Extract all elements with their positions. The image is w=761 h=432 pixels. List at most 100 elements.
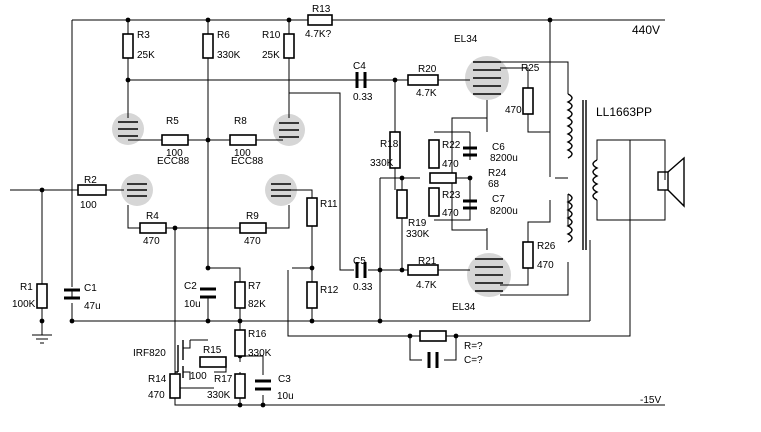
r3-value: 25K — [137, 50, 155, 61]
r2-name: R2 — [84, 175, 97, 186]
r11-name: R11 — [320, 199, 338, 210]
r14-name: R14 — [148, 374, 167, 385]
capacitor-c5 — [355, 262, 367, 278]
resistor-r13 — [307, 14, 333, 26]
r15-name: R15 — [203, 345, 222, 356]
tube-label-driver-left: ECC88 — [157, 156, 190, 167]
c4-value: 0.33 — [353, 92, 373, 103]
resistor-r19 — [396, 189, 408, 219]
c5-name: C5 — [353, 256, 366, 267]
r19-name: R19 — [408, 218, 427, 229]
resistor-r24 — [429, 172, 457, 184]
r16-name: R16 — [248, 329, 267, 340]
r23-name: R23 — [442, 190, 461, 201]
r23-value: 470 — [442, 208, 459, 219]
r2-value: 100 — [80, 200, 97, 211]
r1-value: 100K — [12, 299, 36, 310]
r10-value: 25K — [262, 50, 280, 61]
r1-name: R1 — [20, 282, 33, 293]
r3-name: R3 — [137, 30, 150, 41]
r18-name: R18 — [380, 139, 399, 150]
rail-bottom-label: -15V — [640, 395, 661, 406]
mosfet-label: IRF820 — [133, 348, 166, 359]
resistor-r18 — [389, 131, 401, 169]
c3-value: 10u — [277, 391, 294, 402]
resistor-r21 — [407, 264, 439, 276]
resistor-r10 — [283, 33, 295, 59]
resistor-r4 — [139, 222, 167, 234]
c3-name: C3 — [278, 374, 291, 385]
tube-symbols — [118, 61, 503, 292]
c2-name: C2 — [184, 281, 197, 292]
labels: 440V -15V LL1663PP ECC88 ECC88 EL34 EL34… — [12, 4, 661, 406]
resistor-r1 — [36, 283, 48, 309]
wiring — [10, 19, 666, 406]
r22-value: 470 — [442, 159, 459, 170]
c1-name: C1 — [84, 283, 97, 294]
r25-value: 470 — [505, 105, 522, 116]
r17-name: R17 — [214, 374, 233, 385]
r25-name: R25 — [521, 63, 540, 74]
resistor-r8 — [229, 134, 257, 146]
r15-value: 100 — [190, 371, 207, 382]
output-transformer — [566, 93, 599, 250]
c4-name: C4 — [353, 61, 366, 72]
c6-value: 8200u — [490, 153, 518, 164]
r22-name: R22 — [442, 140, 461, 151]
r8-value: 100 — [234, 148, 251, 159]
resistor-r3 — [122, 33, 134, 59]
capacitor-c2 — [200, 287, 216, 299]
capacitor-c7 — [463, 199, 477, 210]
r10-name: R10 — [262, 30, 281, 41]
c2-value: 10u — [184, 299, 201, 310]
r5-value: 100 — [166, 148, 183, 159]
capacitor-feedback — [427, 352, 439, 368]
tube-label-driver-right: ECC88 — [231, 156, 264, 167]
r7-name: R7 — [248, 281, 261, 292]
resistor-r25 — [522, 87, 534, 115]
resistor-r12 — [306, 281, 318, 309]
resistor-r9 — [239, 222, 267, 234]
resistor-r11 — [306, 197, 318, 227]
r20-name: R20 — [418, 64, 437, 75]
r9-value: 470 — [244, 236, 261, 247]
r7-value: 82K — [248, 299, 266, 310]
speaker-icon — [657, 156, 685, 208]
r8-name: R8 — [234, 116, 247, 127]
r26-name: R26 — [537, 241, 556, 252]
resistor-r2 — [77, 184, 107, 196]
resistor-r20 — [407, 74, 439, 86]
tube-label-output-bottom: EL34 — [452, 302, 476, 313]
r4-name: R4 — [146, 211, 159, 222]
r18-value: 330K — [370, 158, 394, 169]
r24-value: 68 — [488, 179, 500, 190]
capacitor-c6 — [463, 146, 477, 157]
resistor-r23 — [428, 187, 440, 217]
resistor-r7 — [234, 281, 246, 309]
r12-name: R12 — [320, 285, 339, 296]
r13-name: R13 — [312, 4, 331, 15]
capacitors — [64, 72, 477, 391]
r14-value: 470 — [148, 390, 165, 401]
c7-name: C7 — [492, 194, 505, 205]
r6-value: 330K — [217, 50, 241, 61]
r13-value: 4.7K? — [305, 29, 332, 40]
junctions — [39, 17, 553, 408]
resistor-r15 — [199, 356, 227, 368]
mosfet-icon — [175, 339, 208, 380]
c6-name: C6 — [492, 142, 505, 153]
resistor-r26 — [522, 241, 534, 269]
r16-value: 330K — [248, 348, 272, 359]
r21-name: R21 — [418, 256, 437, 267]
r24-name: R24 — [488, 168, 507, 179]
transformer-label: LL1663PP — [596, 105, 652, 119]
r4-value: 470 — [143, 236, 160, 247]
resistor-r5 — [161, 134, 189, 146]
r5-name: R5 — [166, 116, 179, 127]
tube-label-output-top: EL34 — [454, 34, 478, 45]
resistor-r14 — [169, 373, 181, 399]
r9-name: R9 — [246, 211, 259, 222]
r26-value: 470 — [537, 260, 554, 271]
r17-value: 330K — [207, 390, 231, 401]
